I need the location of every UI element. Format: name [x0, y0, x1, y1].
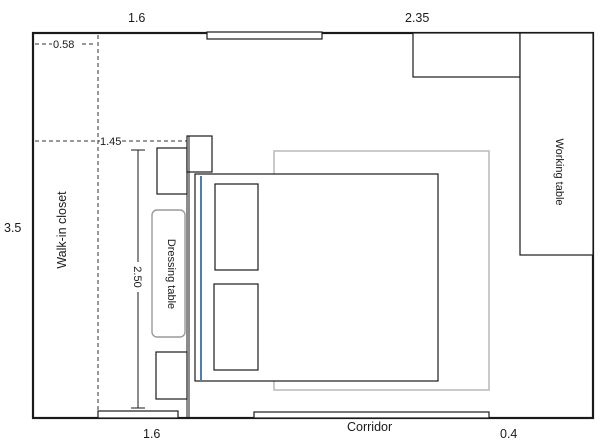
desk-top-section: [412, 32, 521, 78]
dim-left-height: 3.5: [4, 221, 21, 235]
label-working-table: Working table: [553, 138, 565, 205]
corridor-door: [253, 411, 490, 419]
dim-top-left: 1.6: [128, 11, 145, 25]
dim-closet-width: 1.45: [100, 136, 121, 148]
label-dressing-table: Dressing table: [165, 239, 177, 309]
closet-door: [97, 410, 179, 419]
dim-closet-depth: 0.58: [53, 39, 74, 51]
pillow-top: [214, 183, 259, 271]
top-window: [206, 31, 323, 40]
dim-dressing-wall: 2.50: [131, 266, 143, 287]
label-walk-in-closet: Walk-in closet: [55, 191, 69, 269]
dim-bottom-left: 1.6: [143, 427, 160, 441]
working-table: [519, 32, 594, 256]
cabinet-bottom: [155, 351, 188, 400]
pillow-bottom: [213, 283, 259, 371]
cabinet-top: [156, 147, 188, 195]
dim-bottom-right: 0.4: [500, 427, 517, 441]
dim-top-right: 2.35: [405, 11, 429, 25]
nightstand-top: [186, 135, 213, 173]
label-corridor: Corridor: [347, 420, 392, 434]
dressing-table: [151, 209, 186, 338]
